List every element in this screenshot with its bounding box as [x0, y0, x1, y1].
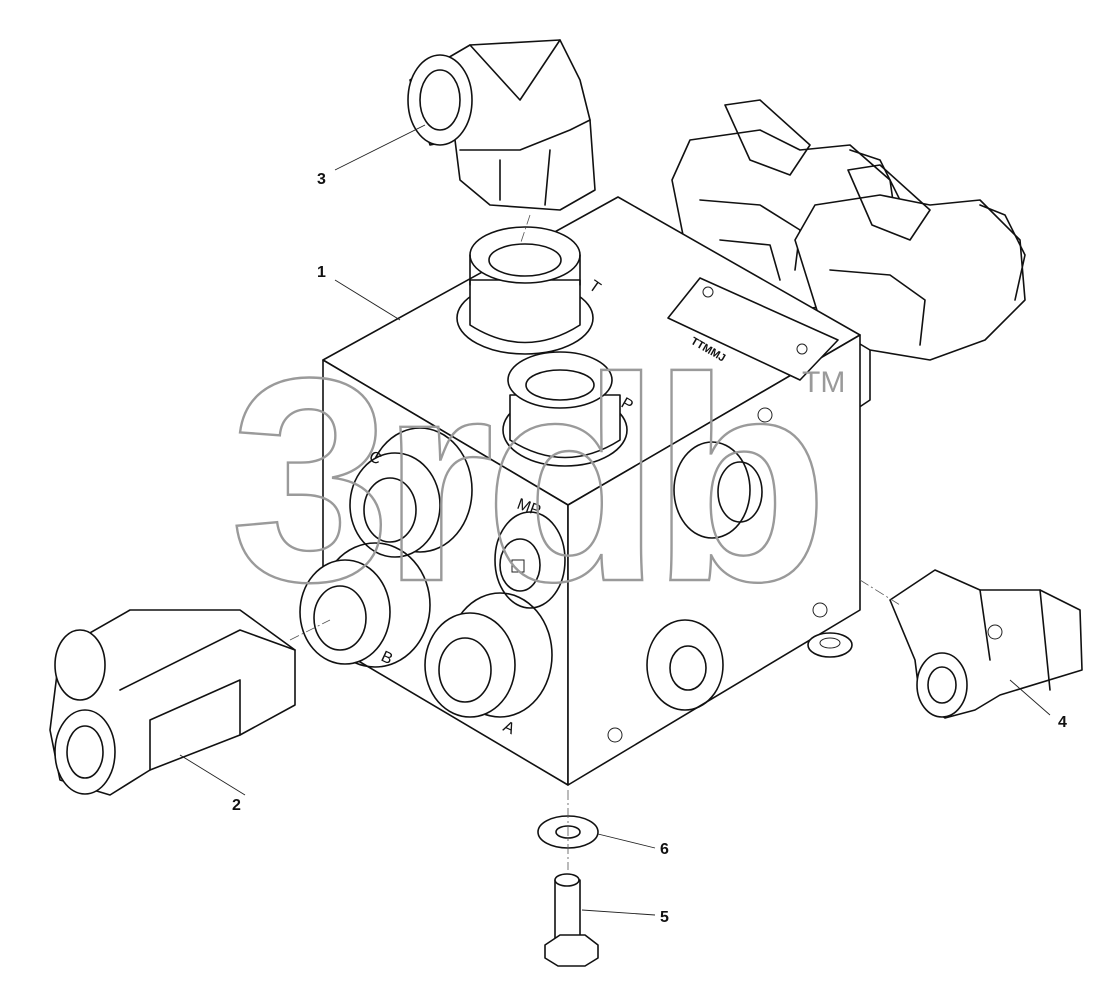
fitting-right-face	[607, 407, 828, 743]
watermark-tm: TM	[802, 366, 845, 399]
fitting-port-a	[424, 592, 553, 718]
callout-6: 6	[660, 841, 669, 858]
callout-4: 4	[1058, 714, 1067, 731]
fitting-port-b	[299, 542, 431, 668]
washer-under-block	[807, 632, 853, 658]
tee-fitting-4	[889, 569, 1083, 719]
fitting-port-t	[456, 226, 594, 355]
fitting-port-mp	[494, 511, 566, 609]
solenoid-valve-lower	[794, 164, 1026, 411]
nameplate	[667, 277, 839, 381]
watermark-logo: 3rdb TM	[229, 317, 846, 643]
fitting-port-c	[349, 427, 473, 558]
watermark-text: 3rdb	[230, 318, 819, 642]
tee-fitting-2	[49, 609, 296, 796]
callout-3: 3	[317, 171, 326, 188]
fitting-port-p	[502, 351, 628, 467]
callout-1: 1	[317, 264, 326, 281]
elbow-fitting-3	[407, 39, 596, 211]
bolt-5	[544, 873, 599, 967]
callout-5: 5	[660, 909, 669, 926]
callout-2: 2	[232, 797, 241, 814]
